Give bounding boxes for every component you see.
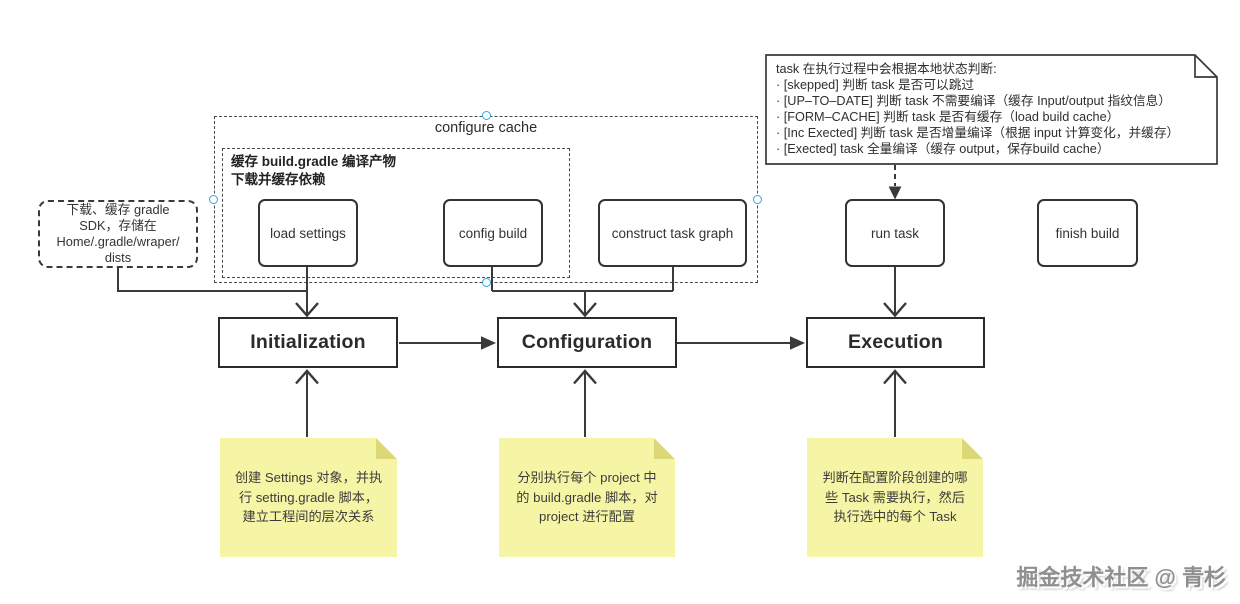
arrowhead-right-configuration [481, 336, 496, 350]
construct-task-graph-node[interactable]: construct task graph [598, 199, 747, 267]
sticky-fold-icon [654, 438, 675, 459]
dog-ear-fold [1194, 55, 1217, 78]
gradle-sdk-note-text: 下载、缓存 gradle SDK，存储在 Home/.gradle/wraper… [56, 202, 180, 265]
configuration-phase-node[interactable]: Configuration [497, 317, 677, 368]
paper-note-outline [765, 54, 1218, 165]
selection-handle-top[interactable] [482, 111, 491, 120]
task-status-note[interactable]: task 在执行过程中会根据本地状态判断: · [skepped] 判断 tas… [765, 54, 1218, 165]
initialization-sticky-note[interactable]: 创建 Settings 对象，并执 行 setting.gradle 脚本， 建… [220, 438, 397, 557]
configure-cache-label: configure cache [434, 120, 538, 136]
run-task-node[interactable]: run task [845, 199, 945, 267]
execution-sticky-text: 判断在配置阶段创建的哪 些 Task 需要执行，然后 执行选中的每个 Task [822, 470, 968, 525]
note-line: · [Inc Exected] 判断 task 是否增量编译（根据 input … [776, 126, 1180, 141]
arrowhead-down-configuration [573, 302, 597, 318]
config-build-label: config build [458, 225, 528, 241]
configuration-sticky-note[interactable]: 分别执行每个 project 中 的 build.gradle 脚本，对 pro… [499, 438, 675, 557]
arrowhead-down-initialization [295, 302, 319, 318]
arrowhead-right-execution [790, 336, 805, 350]
arrowhead-up-execution [883, 369, 907, 385]
task-status-note-text: task 在执行过程中会根据本地状态判断: · [skepped] 判断 tas… [765, 54, 1218, 165]
configuration-label: Configuration [521, 331, 653, 353]
note-line: · [Exected] task 全量编译（缓存 output，保存build … [776, 142, 1110, 157]
finish-build-label: finish build [1055, 225, 1120, 241]
build-gradle-cache-note: 缓存 build.gradle 编译产物 下载并缓存依赖 [231, 154, 397, 187]
note-line: · [skepped] 判断 task 是否可以跳过 [776, 78, 975, 93]
note-line: task 在执行过程中会根据本地状态判断: [776, 62, 997, 76]
selection-handle-right[interactable] [753, 195, 762, 204]
execution-phase-node[interactable]: Execution [806, 317, 985, 368]
initialization-label: Initialization [250, 331, 366, 353]
selection-handle-left[interactable] [209, 195, 218, 204]
arrowhead-down-run-task [888, 186, 902, 200]
initialization-phase-node[interactable]: Initialization [218, 317, 398, 368]
arrowhead-down-execution [883, 302, 907, 318]
run-task-label: run task [870, 225, 920, 241]
initialization-sticky-text: 创建 Settings 对象，并执 行 setting.gradle 脚本， 建… [234, 470, 383, 525]
finish-build-node[interactable]: finish build [1037, 199, 1138, 267]
connector-sticky-notes-to-phases [306, 373, 896, 437]
load-settings-label: load settings [270, 225, 346, 241]
execution-sticky-note[interactable]: 判断在配置阶段创建的哪 些 Task 需要执行，然后 执行选中的每个 Task [807, 438, 983, 557]
construct-task-graph-label: construct task graph [611, 225, 734, 241]
arrowhead-up-initialization [295, 369, 319, 385]
configuration-sticky-text: 分别执行每个 project 中 的 build.gradle 脚本，对 pro… [516, 470, 658, 525]
note-line: · [FORM–CACHE] 判断 task 是否有缓存（load build … [776, 110, 1120, 125]
watermark-text: 掘金技术社区 @ 青杉 [1016, 565, 1226, 590]
note-line: · [UP–TO–DATE] 判断 task 不需要编译（缓存 Input/ou… [776, 94, 1172, 109]
arrowhead-up-configuration [573, 369, 597, 385]
build-gradle-cache-group[interactable]: 缓存 build.gradle 编译产物 下载并缓存依赖 [222, 148, 570, 278]
config-build-node[interactable]: config build [443, 199, 543, 267]
gradle-sdk-note[interactable]: 下载、缓存 gradle SDK，存储在 Home/.gradle/wraper… [38, 200, 198, 268]
load-settings-node[interactable]: load settings [258, 199, 358, 267]
sticky-fold-icon [376, 438, 397, 459]
sticky-fold-icon [962, 438, 983, 459]
selection-handle-bottom[interactable] [482, 278, 491, 287]
execution-label: Execution [848, 331, 943, 353]
